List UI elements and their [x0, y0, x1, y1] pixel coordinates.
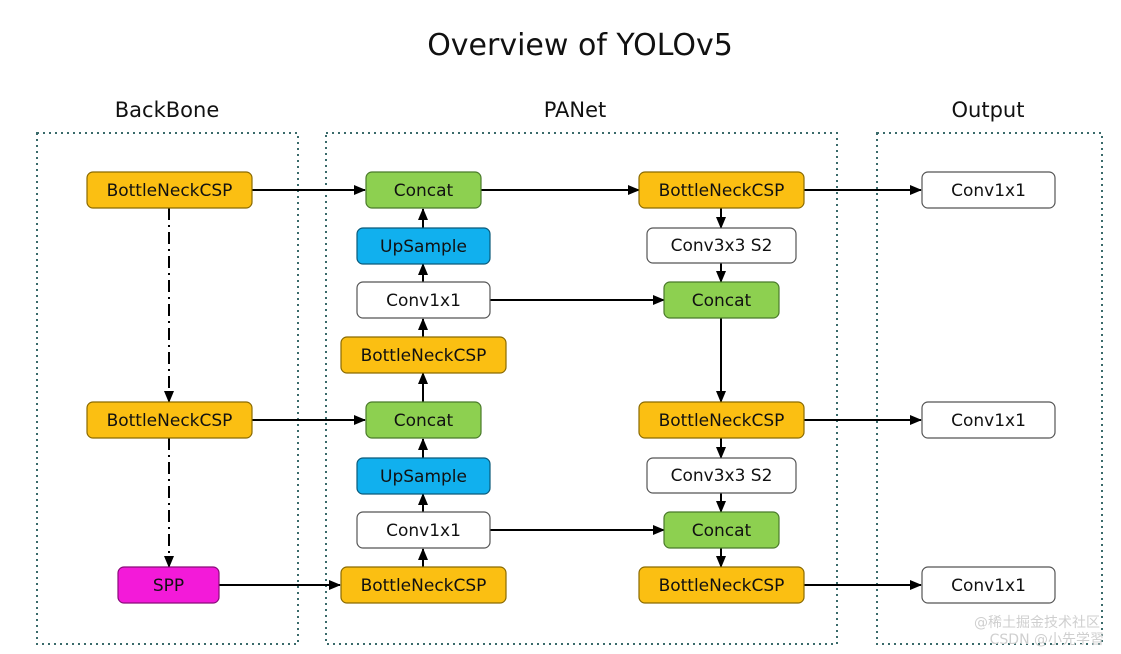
node-label: BottleNeckCSP — [361, 346, 487, 366]
node-pa-csp2: BottleNeckCSP — [340, 566, 507, 604]
panet-heading: PANet — [544, 98, 607, 122]
node-label: BottleNeckCSP — [361, 576, 487, 596]
node-label: Conv1x1 — [951, 411, 1026, 431]
node-label: Conv1x1 — [951, 181, 1026, 201]
node-label: UpSample — [380, 237, 467, 257]
node-pa-conv1: Conv1x1 — [356, 281, 491, 319]
node-label: BottleNeckCSP — [107, 181, 233, 201]
node-pa-concat2: Concat — [365, 401, 482, 439]
node-label: Conv1x1 — [386, 291, 461, 311]
backbone-frame — [36, 132, 299, 645]
node-label: Conv3x3 S2 — [671, 236, 773, 256]
node-label: SPP — [153, 576, 184, 596]
node-label: BottleNeckCSP — [107, 411, 233, 431]
node-label: Concat — [394, 181, 454, 201]
watermark-line2: CSDN @小先学習 — [990, 632, 1104, 648]
node-label: Conv1x1 — [386, 521, 461, 541]
node-label: UpSample — [380, 467, 467, 487]
diagram-title: Overview of YOLOv5 — [427, 28, 733, 63]
node-label: Conv1x1 — [951, 576, 1026, 596]
node-label: Concat — [692, 291, 752, 311]
edges — [164, 185, 922, 590]
backbone-heading: BackBone — [115, 98, 219, 122]
node-pr-csp2: BottleNeckCSP — [638, 401, 805, 439]
node-label: BottleNeckCSP — [659, 181, 785, 201]
node-pr-conv3-1: Conv3x3 S2 — [646, 227, 797, 264]
node-out-conv1: Conv1x1 — [921, 171, 1056, 209]
node-label: Conv3x3 S2 — [671, 466, 773, 486]
node-label: BottleNeckCSP — [659, 576, 785, 596]
node-label: Concat — [394, 411, 454, 431]
node-label: BottleNeckCSP — [659, 411, 785, 431]
node-label: Concat — [692, 521, 752, 541]
node-bb-csp1: BottleNeckCSP — [86, 171, 253, 209]
node-bb-spp: SPP — [117, 566, 220, 604]
node-pr-conv3-2: Conv3x3 S2 — [646, 457, 797, 494]
node-pr-concat1: Concat — [663, 281, 780, 319]
output-heading: Output — [952, 98, 1025, 122]
node-pr-csp1: BottleNeckCSP — [638, 171, 805, 209]
node-pa-concat1: Concat — [365, 171, 482, 209]
node-bb-csp2: BottleNeckCSP — [86, 401, 253, 439]
output-frame — [876, 132, 1103, 645]
node-pr-csp3: BottleNeckCSP — [638, 566, 805, 604]
node-pr-concat2: Concat — [663, 511, 780, 549]
node-out-conv2: Conv1x1 — [921, 401, 1056, 439]
node-pa-up1: UpSample — [356, 227, 491, 265]
watermark-line1: @稀土掘金技术社区 — [974, 615, 1100, 631]
nodes: BottleNeckCSP BottleNeckCSP SPP Concat U… — [86, 171, 1056, 604]
node-pa-up2: UpSample — [356, 457, 491, 495]
node-pa-csp1: BottleNeckCSP — [340, 336, 507, 374]
node-pa-conv2: Conv1x1 — [356, 511, 491, 549]
node-out-conv3: Conv1x1 — [921, 566, 1056, 604]
panet-frame — [325, 132, 838, 645]
